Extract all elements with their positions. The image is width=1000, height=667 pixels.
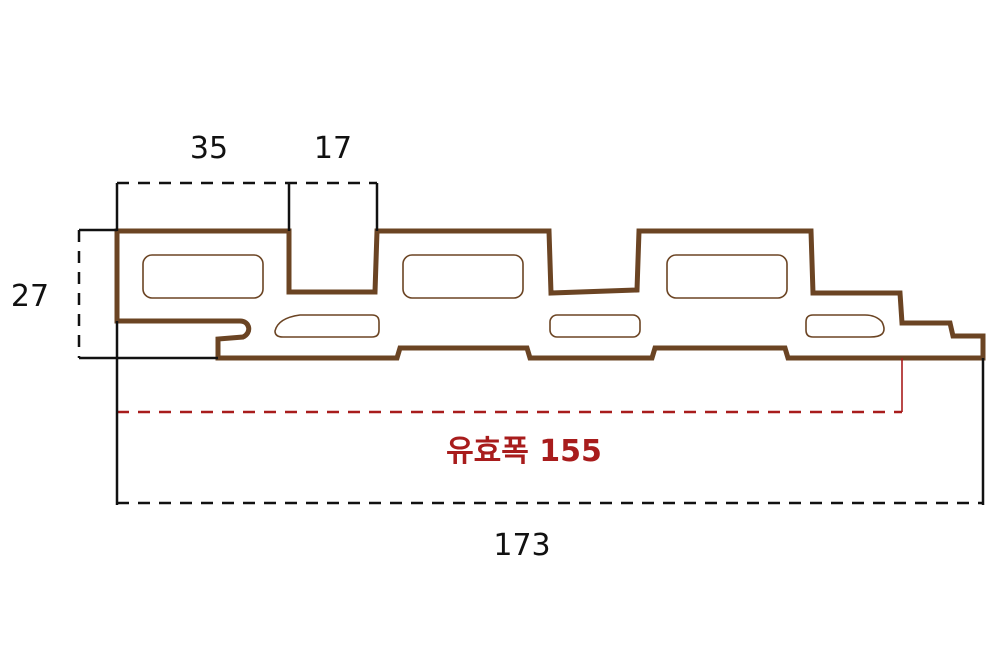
hollow-chamber-4	[274, 314, 380, 338]
dim-label-effective-width: 유효폭 155	[446, 434, 602, 469]
dim-label-slot-width: 17	[314, 131, 352, 166]
hollow-chamber-6	[805, 314, 885, 338]
height-dimension-lines	[77, 228, 218, 360]
top-dimension-lines	[115, 181, 379, 231]
dim-label-top-flange: 35	[190, 131, 228, 166]
profile-outline	[114, 228, 986, 361]
hollow-chamber-2	[402, 254, 524, 299]
hollow-chamber-5	[549, 314, 641, 338]
dim-label-total-width: 173	[493, 528, 550, 563]
total-width-dimension	[115, 321, 985, 505]
hollow-chamber-1	[142, 254, 264, 299]
hollow-chamber-3	[666, 254, 788, 299]
effective-width-dimension	[117, 358, 903, 414]
dim-label-height: 27	[11, 279, 49, 314]
